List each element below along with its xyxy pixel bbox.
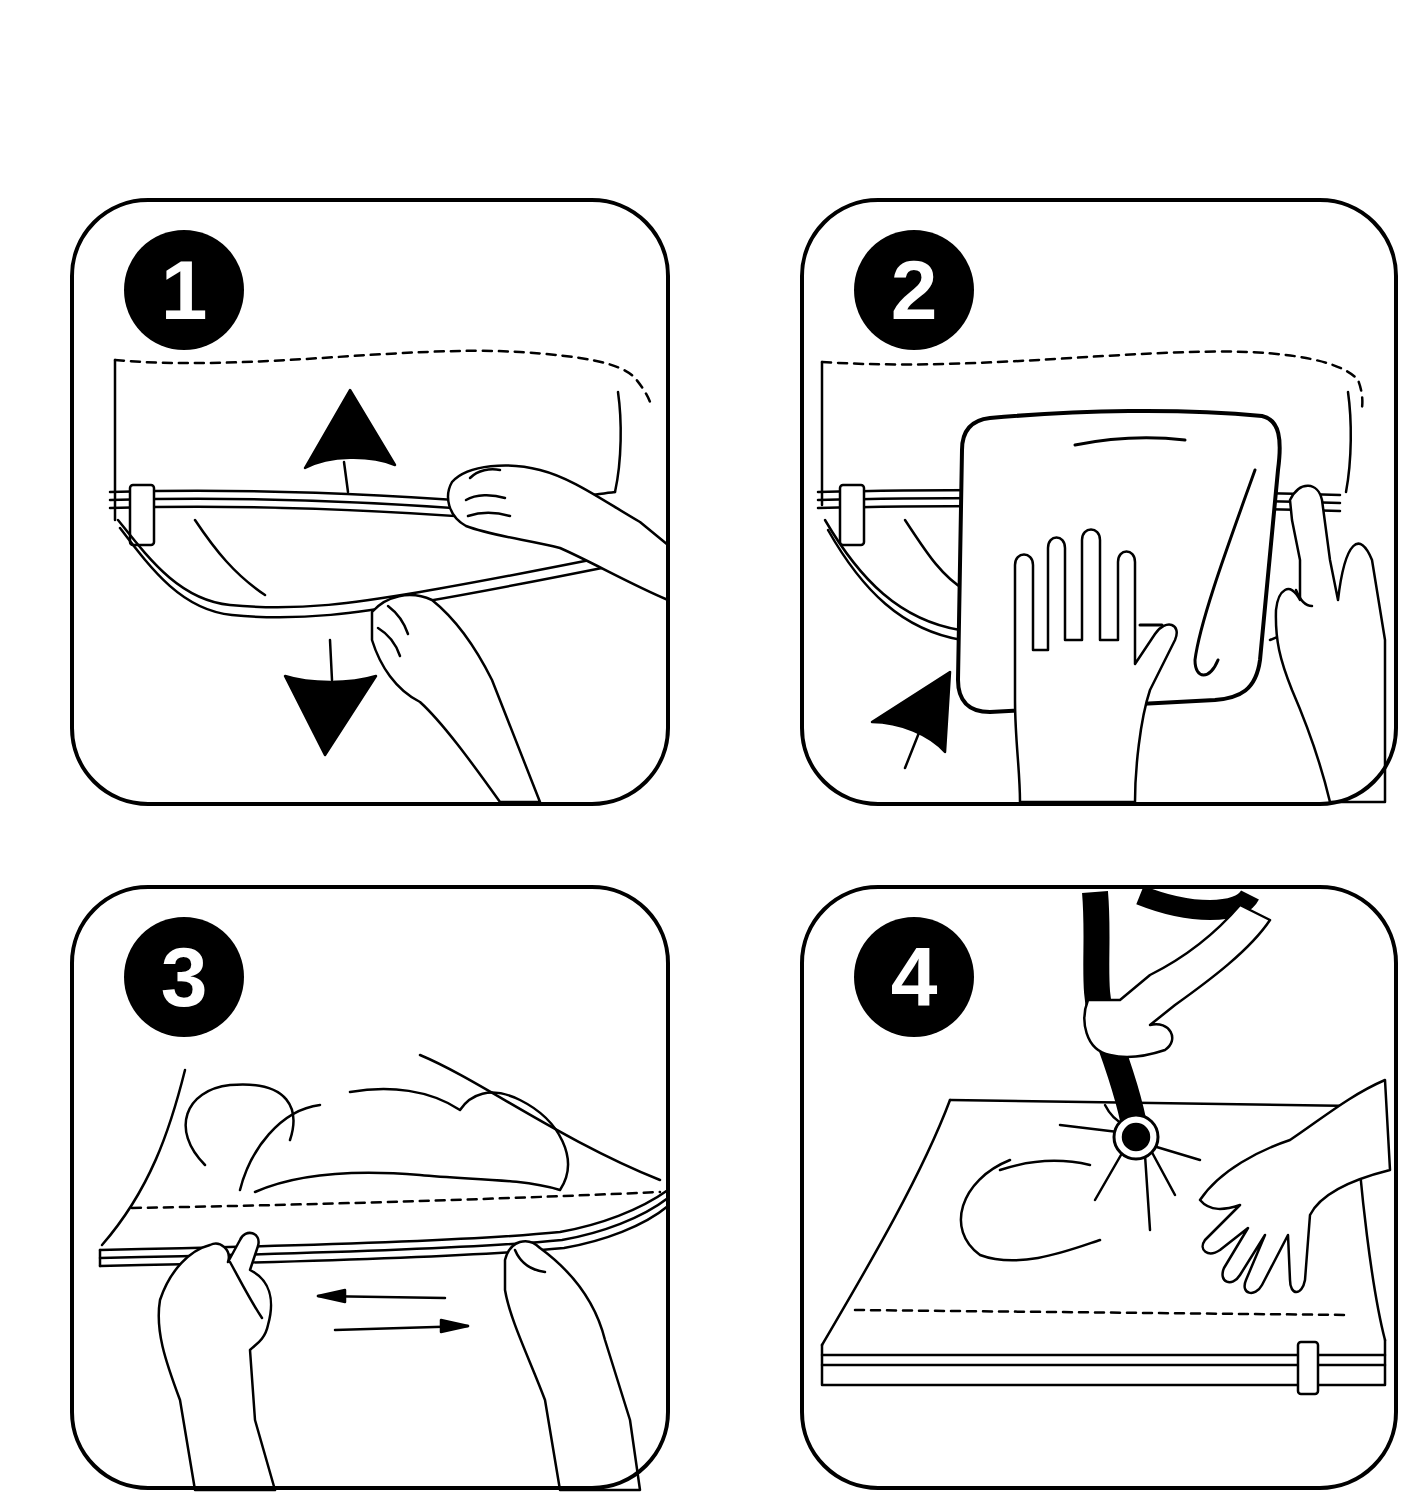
step-number: 3 bbox=[124, 917, 244, 1037]
step-panel: 4 bbox=[800, 885, 1398, 1490]
bag-zip-step bbox=[100, 1055, 668, 1490]
bag-open-step bbox=[110, 351, 668, 802]
bag-fill-step bbox=[818, 352, 1385, 802]
step-panel: 3 bbox=[70, 885, 670, 1490]
step-panel: 1 bbox=[70, 198, 670, 806]
step-panel: 2 bbox=[800, 198, 1398, 806]
step-number: 1 bbox=[124, 230, 244, 350]
bag-vacuum-step bbox=[822, 892, 1390, 1394]
step-number: 2 bbox=[854, 230, 974, 350]
step-number: 4 bbox=[854, 917, 974, 1037]
